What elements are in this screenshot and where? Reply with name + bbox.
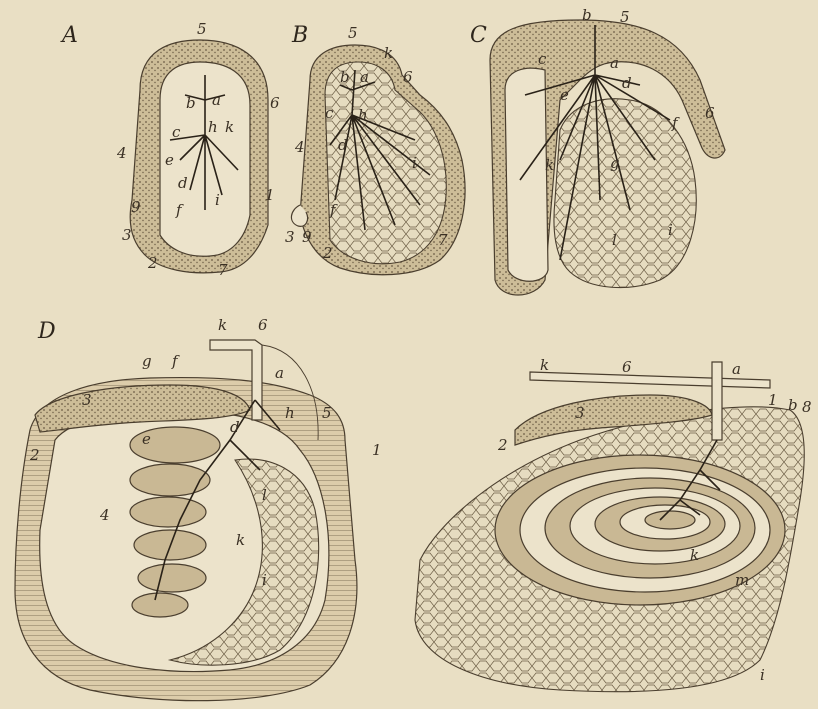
- figure-a-label: 9: [131, 198, 141, 216]
- figure-a-label: 4: [116, 144, 127, 162]
- figure-d-label: 3: [82, 391, 92, 409]
- figure-d-label: l: [262, 486, 267, 504]
- figure-e-label: 8: [802, 398, 812, 416]
- figure-a-label: 3: [122, 226, 132, 244]
- figure-e-label: k: [540, 356, 549, 374]
- figure-a: A 5 a b h k c e d f i 6 4 9 1 3 2 7: [60, 20, 280, 279]
- figure-c-left-loop: [505, 68, 548, 281]
- figure-e-label: 6: [622, 358, 632, 376]
- figure-a-label: b: [186, 94, 196, 112]
- figure-a-label: d: [178, 174, 188, 192]
- figure-d-label: h: [285, 404, 295, 422]
- figure-b-label: d: [338, 136, 348, 154]
- figure-c-label: k: [545, 156, 554, 174]
- figure-b-label: 3: [285, 228, 295, 246]
- figure-b-label: b: [340, 68, 350, 86]
- figure-d-label: f: [171, 352, 180, 370]
- figure-b-label: 2: [322, 244, 333, 262]
- figure-c-label: a: [610, 54, 619, 72]
- figure-e-label: 1: [768, 391, 778, 409]
- figure-e-label: 2: [497, 436, 508, 454]
- figure-e-label: m: [735, 571, 749, 589]
- figure-a-label: a: [212, 91, 221, 109]
- figure-d-label: k: [218, 316, 227, 334]
- figure-e-stalk: [712, 362, 722, 440]
- figure-c-label: b: [582, 6, 592, 24]
- figure-a-label: c: [172, 123, 181, 141]
- figure-e-label: i: [760, 666, 765, 684]
- figure-e: k 6 a 3 1 b 8 2 k m i: [415, 356, 812, 692]
- figure-d-label: a: [275, 364, 284, 382]
- figure-c-label: 6: [705, 104, 715, 122]
- figure-a-label: i: [215, 191, 220, 209]
- figure-e-label: k: [690, 546, 699, 564]
- figure-b-label: 7: [438, 231, 448, 249]
- figure-b-label: 4: [294, 138, 305, 156]
- figure-b-label: k: [384, 44, 393, 62]
- figure-c-label: i: [668, 221, 673, 239]
- figure-d-label: g: [142, 352, 152, 370]
- figure-d-label: e: [142, 430, 151, 448]
- figure-a-label: k: [225, 118, 234, 136]
- figure-e-label: a: [732, 360, 741, 378]
- figure-a-label: 7: [218, 261, 228, 279]
- figure-b: B 5 k a b 6 c h d f i 4 3 9 2 7: [285, 23, 465, 275]
- figure-d-label: 5: [322, 404, 332, 422]
- figure-e-label: 3: [575, 404, 585, 422]
- figure-c-label: d: [622, 74, 632, 92]
- figure-d-label: 6: [258, 316, 268, 334]
- figure-c-label: c: [538, 50, 547, 68]
- figure-b-label: 9: [302, 228, 312, 246]
- figure-b-letter: B: [291, 23, 308, 48]
- figure-c-label: f: [671, 114, 680, 132]
- figure-a-label: e: [165, 151, 174, 169]
- figure-c-label: e: [560, 86, 569, 104]
- figure-b-label: 6: [403, 68, 413, 86]
- figure-a-label: h: [208, 118, 218, 136]
- figure-c: C b 5 c a d e g f k 6 l i: [470, 6, 725, 295]
- figure-a-label: 2: [147, 254, 158, 272]
- figure-a-label: 5: [197, 20, 207, 38]
- figure-e-label: b: [788, 396, 798, 414]
- figure-b-label: c: [325, 104, 334, 122]
- figure-d-label: 2: [29, 446, 40, 464]
- figure-d-label: 4: [99, 506, 110, 524]
- figure-b-label: 5: [348, 24, 358, 42]
- figure-b-label: a: [360, 68, 369, 86]
- figure-c-label: 5: [620, 8, 630, 26]
- figure-b-label: i: [412, 154, 417, 172]
- figure-d-label: d: [230, 418, 240, 436]
- figure-a-letter: A: [60, 23, 78, 48]
- figure-a-label: 6: [270, 94, 280, 112]
- figure-d-label: i: [262, 571, 267, 589]
- figure-a-label: 1: [265, 186, 275, 204]
- figure-d-letter: D: [37, 319, 56, 344]
- figure-c-letter: C: [470, 23, 487, 48]
- figure-c-label: g: [610, 154, 620, 172]
- figure-d-label: k: [236, 531, 245, 549]
- figure-c-label: l: [612, 231, 617, 249]
- figure-d-label: 1: [372, 441, 382, 459]
- figure-d: D k 6 g f 3 a h e d 2 5 1 4 l k i: [15, 316, 382, 701]
- figure-b-label: h: [358, 106, 368, 124]
